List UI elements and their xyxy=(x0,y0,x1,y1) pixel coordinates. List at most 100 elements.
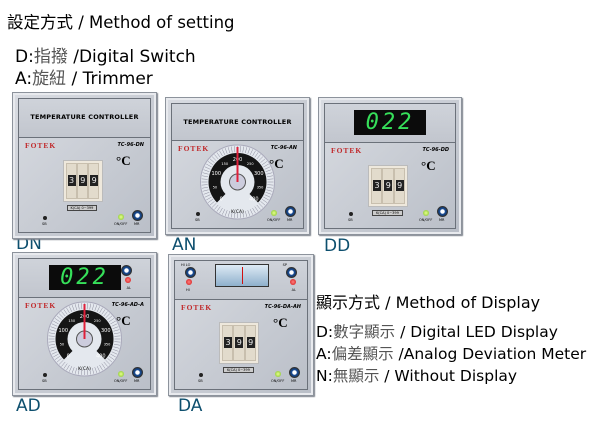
alarm-set-knob[interactable] xyxy=(286,267,297,278)
dial-graduation xyxy=(258,203,264,208)
dial-graduation xyxy=(108,356,115,360)
alarm-set-knob[interactable] xyxy=(121,265,132,276)
dial-graduation xyxy=(86,303,88,310)
dial-graduation xyxy=(112,326,119,329)
setting-trimmer: A:旋紐 / Trimmer xyxy=(15,64,153,89)
panel-header: 022 xyxy=(325,104,455,143)
setting-dial[interactable]: 050100150200250300350400K(CA) xyxy=(166,98,309,234)
dial-graduation xyxy=(94,305,98,311)
power-led xyxy=(275,371,281,377)
english-label: / Without Display xyxy=(379,367,518,385)
onoff-label: ON/OFF xyxy=(114,222,128,226)
model-number: TC-96-DA-AH xyxy=(264,304,301,310)
digit-value: 3 xyxy=(67,175,76,186)
chinese-label: 指撥 xyxy=(33,47,68,67)
dial-graduation xyxy=(61,361,66,367)
dial-graduation xyxy=(227,210,230,217)
dial-graduation xyxy=(203,169,210,172)
dial-graduation xyxy=(110,320,116,325)
dial-graduation xyxy=(242,211,244,218)
dial-graduation xyxy=(101,309,106,315)
dial-graduation xyxy=(81,368,83,375)
hi-label: HI xyxy=(186,288,190,292)
dial-graduation xyxy=(263,163,269,168)
dial-graduation xyxy=(114,335,121,337)
dial-graduation xyxy=(260,158,266,163)
dial-scale-band xyxy=(208,153,267,203)
mr-knob[interactable] xyxy=(132,367,143,378)
dial-graduation xyxy=(264,166,271,170)
panel-label-ad: AD xyxy=(16,396,41,416)
sb-indicator xyxy=(43,216,47,220)
dial-tick-label: 250 xyxy=(247,162,254,166)
thumbwheel-digit-1: 9 xyxy=(233,325,245,361)
dial-graduation xyxy=(105,313,111,318)
dial-graduation xyxy=(111,351,118,355)
sb-label: SB xyxy=(42,222,47,226)
thumbwheel-digit-2: 9 xyxy=(88,163,100,199)
dial-graduation xyxy=(219,150,223,157)
mr-label: MR xyxy=(134,222,140,226)
dial-graduation xyxy=(245,147,248,154)
mr-label: MR xyxy=(287,218,293,222)
controller-ad: 022ALFOTEKTC-96-AD-A°C050100150200250300… xyxy=(12,252,157,396)
code: D: xyxy=(15,47,34,67)
mr-knob[interactable] xyxy=(437,206,448,217)
thumbwheel-digit-2: 9 xyxy=(244,325,256,361)
onoff-label: ON/OFF xyxy=(419,218,433,222)
dial-graduation xyxy=(216,152,221,158)
dial-graduation xyxy=(108,318,115,322)
panel-label-an: AN xyxy=(172,235,197,255)
sb-label: SB xyxy=(348,218,353,222)
mr-knob[interactable] xyxy=(132,210,143,221)
dial-graduation xyxy=(245,210,248,217)
setting-dial[interactable]: 050100150200250300350400K(CA) xyxy=(13,253,156,395)
dial-graduation xyxy=(206,196,212,201)
panel-header: TEMPERATURE CONTROLLER xyxy=(172,104,303,141)
dial-graduation xyxy=(49,329,56,332)
led-display: 022 xyxy=(48,265,121,290)
sb-indicator xyxy=(196,212,200,216)
mr-knob[interactable] xyxy=(289,367,300,378)
dial-graduation xyxy=(81,303,83,310)
dial-graduation xyxy=(207,161,214,165)
celsius-icon: °C xyxy=(116,153,131,168)
code: A: xyxy=(316,345,332,363)
thumbwheel-digit-2: 9 xyxy=(393,168,405,204)
mr-knob[interactable] xyxy=(285,206,296,217)
display-analog-deviation: A:偏差顯示 /Analog Deviation Meter xyxy=(316,342,586,364)
model-number: TC-96-DD xyxy=(422,147,450,153)
dial-graduation xyxy=(54,356,61,360)
range-label: K(CA) 0~399 xyxy=(372,210,403,216)
dial-tick-label: 400 xyxy=(249,196,259,202)
dial-graduation xyxy=(263,196,269,201)
dial-graduation xyxy=(96,366,100,372)
dial-graduation xyxy=(66,307,70,314)
hi-lo-knob[interactable] xyxy=(185,267,196,278)
power-led xyxy=(271,210,277,216)
digit-value: 3 xyxy=(373,180,381,191)
dial-graduation xyxy=(96,306,100,312)
brand-logo: FOTEK xyxy=(181,303,213,312)
heading-text: TEMPERATURE CONTROLLER xyxy=(30,113,139,121)
dial-graduation xyxy=(107,358,113,363)
display-without: N:無顯示 / Without Display xyxy=(316,364,517,386)
model-number: TC-96-DN xyxy=(117,142,144,148)
dial-graduation xyxy=(231,211,233,218)
dial-graduation xyxy=(258,156,264,161)
dial-graduation xyxy=(49,332,55,335)
dial-graduation xyxy=(103,311,108,317)
dial-graduation xyxy=(267,186,273,189)
dial-graduation xyxy=(49,346,56,349)
sb-indicator xyxy=(199,373,203,377)
dial-graduation xyxy=(247,210,251,216)
dial-graduation xyxy=(99,364,103,371)
dial-graduation xyxy=(51,323,58,327)
digit-value: 9 xyxy=(395,180,404,191)
dial-tick-label: 250 xyxy=(94,319,101,323)
